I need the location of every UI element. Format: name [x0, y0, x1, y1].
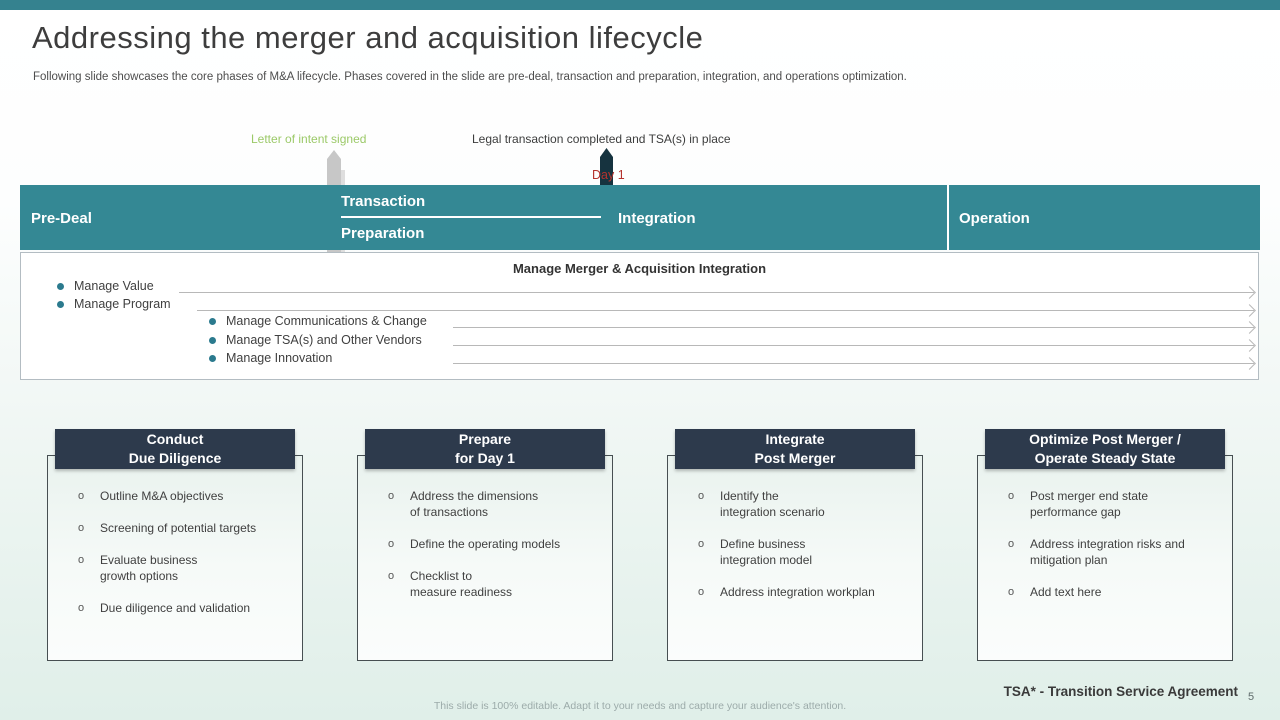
flow-arrow-icon: [197, 310, 1254, 311]
card-bullet-text: Due diligence and validation: [100, 601, 251, 615]
manage-item: Manage Program: [57, 297, 171, 311]
card-bullet-text: Address integration risks and mitigation…: [1030, 537, 1185, 567]
bullet-o-icon: o: [388, 538, 395, 550]
tsa-footnote: TSA* - Transition Service Agreement: [1003, 684, 1238, 699]
phase-integration: Integration: [618, 210, 696, 227]
card-bullet: o Address integration risks and mitigati…: [1008, 536, 1222, 568]
flow-arrow-icon: [453, 363, 1254, 364]
card-header: Integrate Post Merger: [675, 429, 915, 469]
manage-item-label: Manage TSA(s) and Other Vendors: [226, 333, 422, 347]
manage-box-title: Manage Merger & Acquisition Integration: [512, 261, 767, 276]
manage-item: Manage Innovation: [209, 351, 332, 365]
card-bullet-text: Define business integration model: [720, 537, 813, 567]
top-accent-strip: [0, 0, 1280, 10]
milestone-label-legal-transaction: Legal transaction completed and TSA(s) i…: [472, 132, 731, 146]
bullet-o-icon: o: [78, 490, 85, 502]
card-prepare-for-day1: Prepare for Day 1 o Address the dimensio…: [357, 429, 613, 661]
card-integrate-post-merger: Integrate Post Merger o Identify the int…: [667, 429, 923, 661]
card-bullet-text: Evaluate business growth options: [100, 553, 198, 583]
milestone-label-letter-of-intent: Letter of intent signed: [251, 132, 367, 146]
bullet-o-icon: o: [1008, 490, 1015, 502]
day1-label: Day 1: [592, 168, 625, 182]
bullet-o-icon: o: [1008, 586, 1015, 598]
integration-operation-divider: [947, 185, 949, 250]
card-bullet: o Address the dimensions of transactions: [388, 488, 602, 520]
bullet-o-icon: o: [388, 490, 395, 502]
phase-operation: Operation: [959, 210, 1030, 227]
bullet-o-icon: o: [1008, 538, 1015, 550]
card-bullet-text: Checklist to measure readiness: [410, 569, 513, 599]
card-bullet: o Due diligence and validation: [78, 600, 292, 616]
bullet-o-icon: o: [78, 602, 85, 614]
manage-item: Manage Communications & Change: [209, 314, 427, 328]
card-bullet: o Address integration workplan: [698, 584, 912, 600]
card-bullet: o Evaluate business growth options: [78, 552, 292, 584]
page-subtitle: Following slide showcases the core phase…: [33, 71, 907, 83]
bullet-dot-icon: [57, 282, 64, 290]
bullet-dot-icon: [209, 336, 216, 344]
phase-bar: Pre-Deal Transaction Preparation Integra…: [20, 185, 1260, 250]
manage-item-label: Manage Innovation: [226, 351, 333, 365]
card-bullet: o Define the operating models: [388, 536, 602, 552]
card-optimize-post-merger: Optimize Post Merger / Operate Steady St…: [977, 429, 1233, 661]
card-bullet-text: Address the dimensions of transactions: [410, 489, 539, 519]
bullet-o-icon: o: [698, 538, 705, 550]
phase-preparation: Preparation: [341, 225, 425, 242]
card-header: Conduct Due Diligence: [55, 429, 295, 469]
transaction-preparation-divider: [341, 216, 601, 218]
flow-arrow-icon: [179, 292, 1254, 293]
card-bullet: o Checklist to measure readiness: [388, 568, 602, 600]
bullet-o-icon: o: [698, 586, 705, 598]
flow-arrow-icon: [453, 327, 1254, 328]
card-bullet-text: Identify the integration scenario: [720, 489, 825, 519]
bullet-dot-icon: [209, 354, 216, 362]
card-header: Optimize Post Merger / Operate Steady St…: [985, 429, 1225, 469]
card-bullet: o Add text here: [1008, 584, 1222, 600]
card-bullet: o Define business integration model: [698, 536, 912, 568]
flow-arrow-icon: [453, 345, 1254, 346]
editable-note: This slide is 100% editable. Adapt it to…: [433, 700, 847, 712]
card-bullet: o Identify the integration scenario: [698, 488, 912, 520]
manage-item: Manage Value: [57, 279, 154, 293]
bullet-dot-icon: [57, 300, 64, 308]
card-bullet-text: Post merger end state performance gap: [1030, 489, 1149, 519]
bullet-o-icon: o: [78, 522, 85, 534]
bullet-o-icon: o: [698, 490, 705, 502]
card-bullet: o Screening of potential targets: [78, 520, 292, 536]
manage-item-label: Manage Program: [74, 297, 171, 311]
bullet-o-icon: o: [78, 554, 85, 566]
manage-item: Manage TSA(s) and Other Vendors: [209, 333, 422, 347]
card-bullet: o Outline M&A objectives: [78, 488, 292, 504]
card-bullet-text: Screening of potential targets: [100, 521, 257, 535]
manage-item-label: Manage Value: [74, 279, 154, 293]
manage-item-label: Manage Communications & Change: [226, 314, 427, 328]
bullet-o-icon: o: [388, 570, 395, 582]
bullet-dot-icon: [209, 317, 216, 325]
card-bullet-text: Define the operating models: [410, 537, 561, 551]
card-header: Prepare for Day 1: [365, 429, 605, 469]
card-bullet: o Post merger end state performance gap: [1008, 488, 1222, 520]
manage-integration-box: Manage Merger & Acquisition Integration …: [20, 252, 1259, 380]
phase-transaction: Transaction: [341, 193, 426, 210]
card-conduct-due-diligence: Conduct Due Diligence o Outline M&A obje…: [47, 429, 303, 661]
page-title: Addressing the merger and acquisition li…: [32, 20, 704, 55]
card-bullet-text: Outline M&A objectives: [100, 489, 224, 503]
card-bullet-text: Address integration workplan: [720, 585, 875, 599]
page-number: 5: [1248, 691, 1255, 703]
card-bullet-text: Add text here: [1030, 585, 1102, 599]
phase-pre-deal: Pre-Deal: [31, 210, 92, 227]
